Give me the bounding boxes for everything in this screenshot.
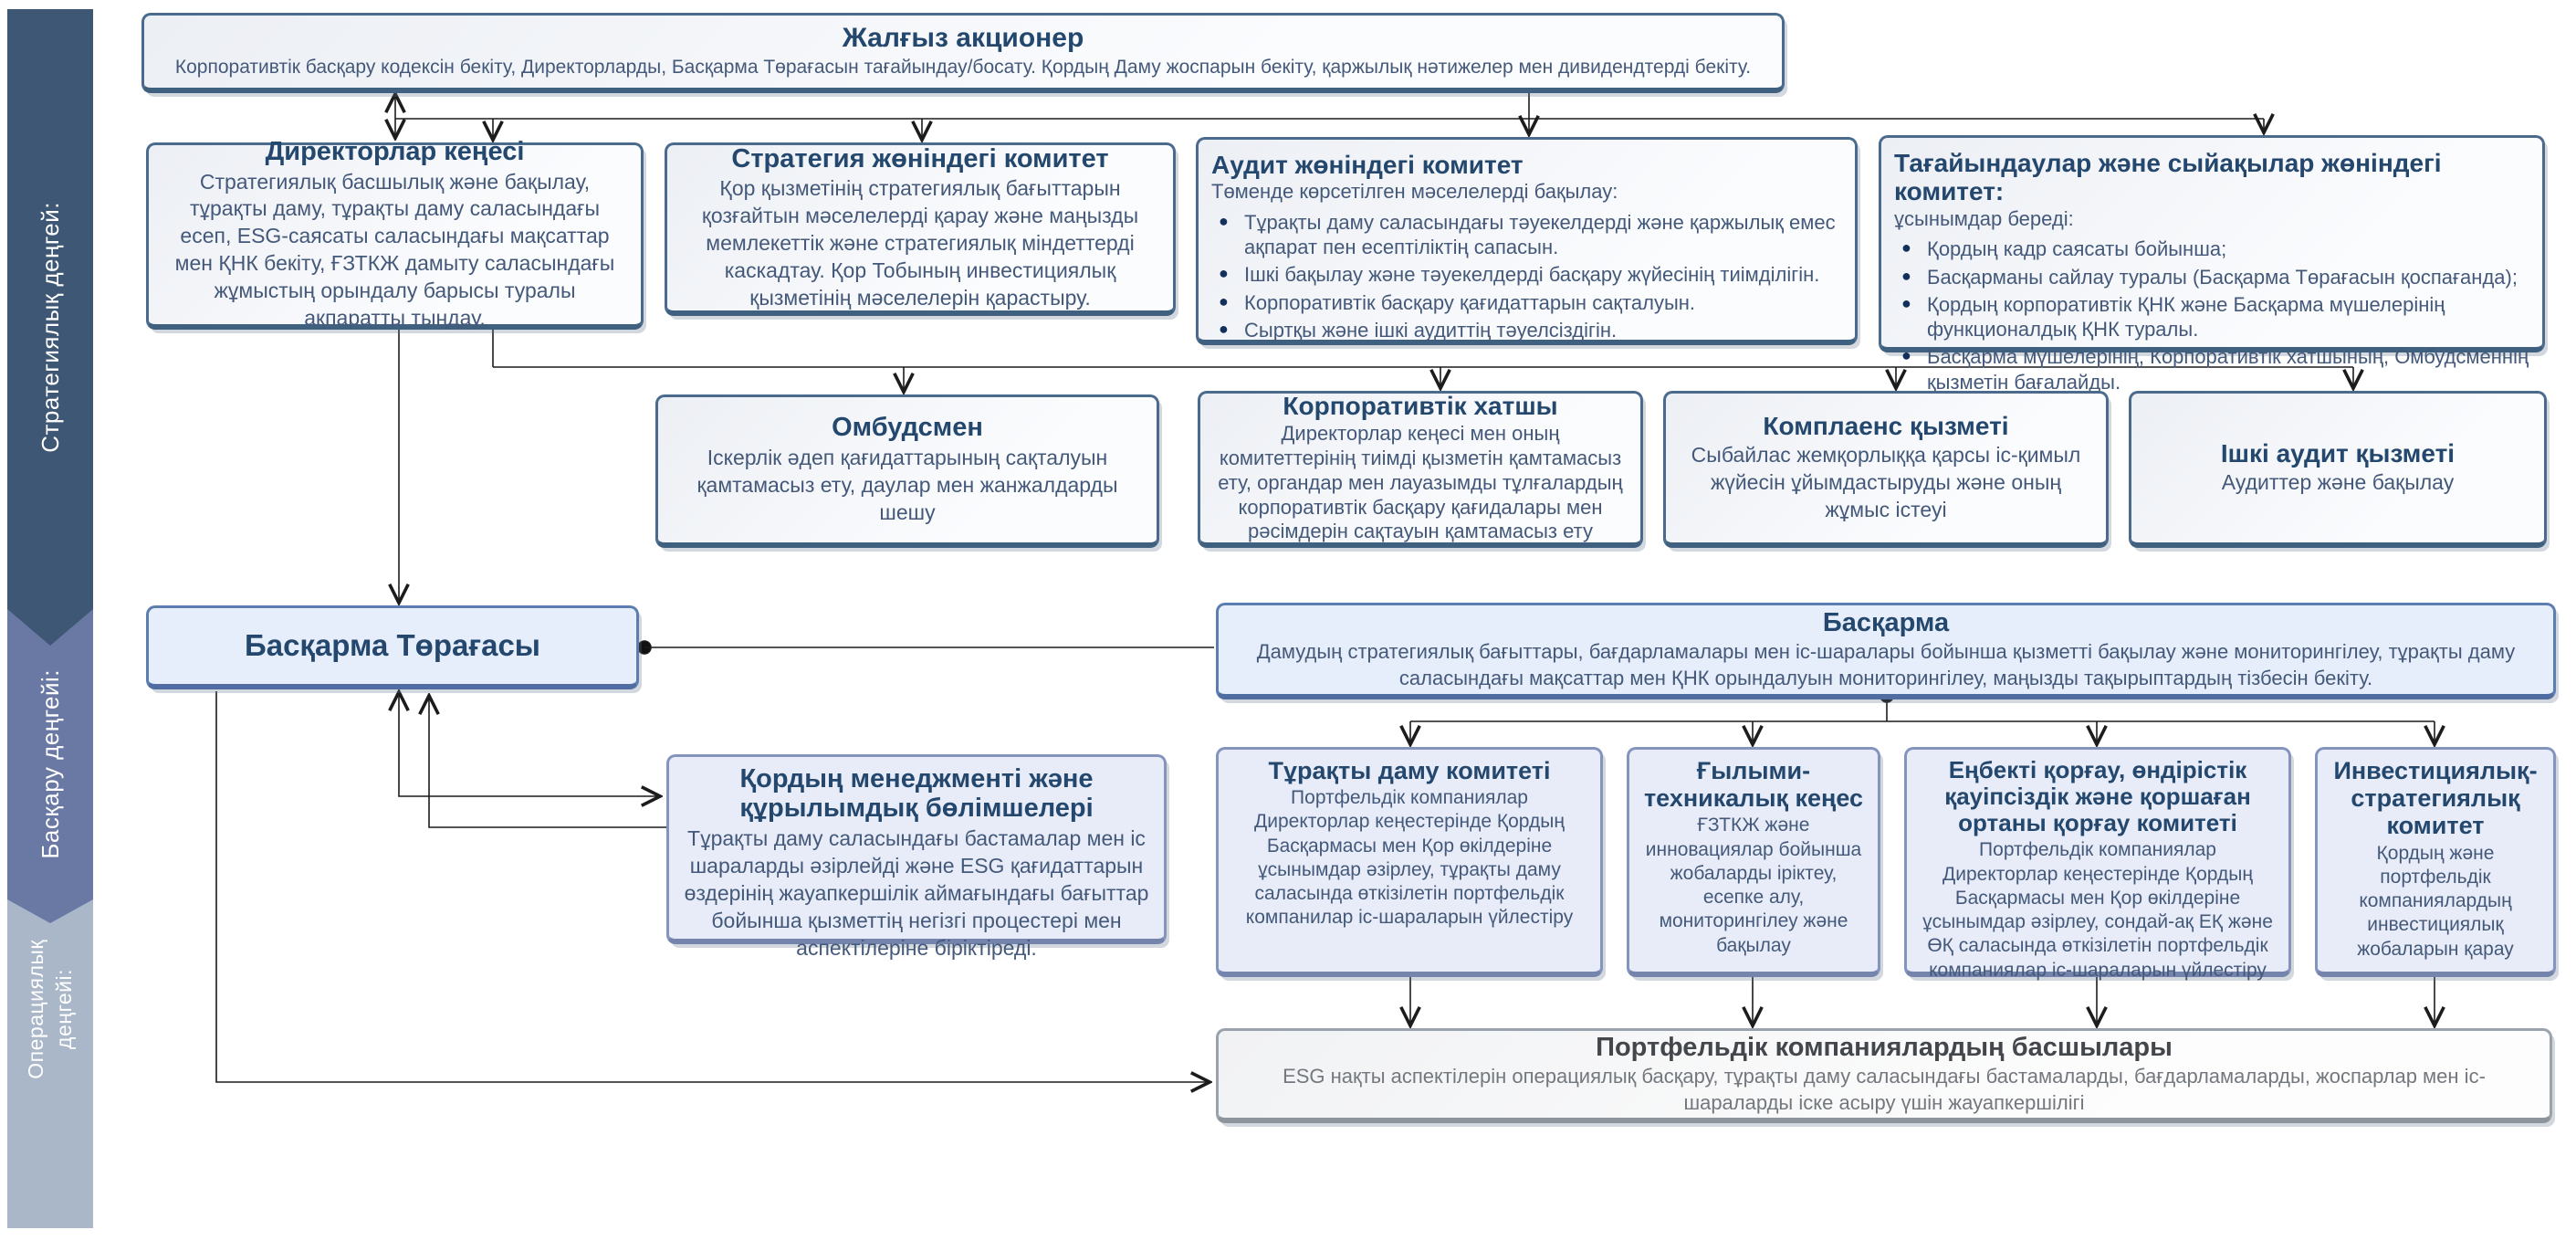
box-title: Еңбекті қорғау, өндірістік қауіпсіздік ж… bbox=[1944, 756, 2251, 837]
box-intro: ұсынымдар береді: bbox=[1894, 206, 2074, 230]
bullet-item: Басқарманы сайлау туралы (Басқарма Төрағ… bbox=[1894, 265, 2529, 289]
bullet-item: Корпоративтік басқару қағидаттарын сақта… bbox=[1211, 290, 1842, 315]
org-box-sustainable-development-committee: Тұрақты даму комитеті Портфельдік компан… bbox=[1216, 747, 1603, 977]
org-box-ceo-chairman: Басқарма Төрағасы bbox=[146, 605, 639, 689]
bullet-item: Ішкі бақылау және тәуекелдерді басқару ж… bbox=[1211, 262, 1842, 287]
org-box-ombudsman: Омбудсмен Іскерлік әдеп қағидаттарының с… bbox=[655, 394, 1159, 548]
box-title: Корпоративтік хатшы bbox=[1283, 391, 1558, 420]
bullet-item: Қордың кадр саясаты бойынша; bbox=[1894, 237, 2529, 261]
box-body: Тұрақты даму саласындағы бастамалар мен … bbox=[684, 825, 1149, 960]
box-title: Басқарма Төрағасы bbox=[245, 628, 540, 663]
box-body: Портфельдік компаниялар Директорлар кеңе… bbox=[1922, 839, 2273, 981]
box-body: Корпоративтік басқару кодексін бекіту, Д… bbox=[174, 57, 1752, 79]
bullet-list: Қордың кадр саясаты бойынша; Басқарманы с… bbox=[1894, 234, 2529, 394]
box-body: Стратегиялық басшылық және бақылау, тұра… bbox=[174, 169, 615, 331]
box-title: Жалғыз акционер bbox=[842, 22, 1084, 53]
box-body: Портфельдік компаниялар Директорлар кеңе… bbox=[1245, 787, 1574, 929]
org-box-audit-committee: Аудит жөніндегі комитет Төменде көрсетіл… bbox=[1196, 137, 1858, 345]
box-body: Қор қызметінің стратегиялық бағыттарын қ… bbox=[701, 176, 1139, 310]
bullet-item: Тұрақты даму саласындағы тәуекелдерді жә… bbox=[1211, 210, 1842, 260]
org-box-internal-audit-service: Ішкі аудит қызметі Аудиттер және бақылау bbox=[2129, 391, 2547, 548]
org-box-compliance-service: Комплаенс қызметі Сыбайлас жемқорлыққа қ… bbox=[1663, 391, 2109, 548]
box-body: Сыбайлас жемқорлыққа қарсы іс-қимыл жүйе… bbox=[1691, 443, 2081, 522]
box-body: Директорлар кеңесі мен оның комитеттерін… bbox=[1218, 422, 1623, 543]
box-title: Комплаенс қызметі bbox=[1763, 411, 2009, 440]
box-title: Аудит жөніндегі комитет bbox=[1211, 151, 1524, 179]
bullet-item: Қордың корпоративтік ҚНК және Басқарма м… bbox=[1894, 292, 2529, 342]
org-box-board-of-directors: Директорлар кеңесі Стратегиялық басшылық… bbox=[146, 137, 644, 331]
box-title: Омбудсмен bbox=[832, 413, 983, 443]
org-box-management-board: Басқарма Дамудың стратегиялық бағыттары,… bbox=[1216, 603, 2556, 699]
box-title: Тұрақты даму комитеті bbox=[1268, 757, 1551, 784]
level-label-strategic: Стратегиялық деңгей: bbox=[36, 202, 64, 453]
box-body: Дамудың стратегиялық бағыттары, бағдарла… bbox=[1256, 640, 2516, 689]
bullet-item: Сыртқы және ішкі аудиттің тәуелсіздігін. bbox=[1211, 318, 1842, 342]
box-title: Стратегия жөніндегі комитет bbox=[731, 143, 1109, 173]
box-body: Іскерлік әдеп қағидаттарының сақталуын қ… bbox=[696, 445, 1118, 524]
bullet-list: Тұрақты даму саласындағы тәуекелдерді жә… bbox=[1211, 207, 1842, 342]
org-box-fund-management: Қордың менеджменті және құрылымдық бөлім… bbox=[666, 754, 1167, 960]
level-band-strategic: Стратегиялық деңгей: bbox=[7, 9, 93, 646]
box-title: Ғылыми-техникалық кеңес bbox=[1643, 757, 1864, 813]
level-band-operational: Операциялық деңгейі: bbox=[7, 899, 93, 1228]
org-box-nomination-remuneration-committee: Тағайындаулар және сыйақылар жөніндегі к… bbox=[1879, 135, 2545, 394]
org-box-sole-shareholder: Жалғыз акционер Корпоративтік басқару ко… bbox=[141, 13, 1785, 93]
box-body: Қордың және портфельдік компаниялардың и… bbox=[2357, 842, 2514, 960]
box-title: Инвестициялық-стратегиялық комитет bbox=[2333, 757, 2538, 840]
org-box-investment-strategic-committee: Инвестициялық-стратегиялық комитет Қорды… bbox=[2315, 747, 2556, 977]
box-title: Директорлар кеңесі bbox=[265, 137, 525, 167]
box-body: ҒЗТКЖ және инновациялар бойынша жобалард… bbox=[1645, 815, 1862, 956]
box-title: Ішкі аудит қызметі bbox=[2220, 438, 2456, 468]
level-label-operational: Операциялық деңгейі: bbox=[24, 939, 76, 1079]
org-box-hse-committee: Еңбекті қорғау, өндірістік қауіпсіздік ж… bbox=[1904, 747, 2291, 981]
org-box-strategy-committee: Стратегия жөніндегі комитет Қор қызметін… bbox=[665, 142, 1176, 316]
level-label-management: Басқару деңгейі: bbox=[36, 669, 64, 859]
org-box-scientific-technical-council: Ғылыми-техникалық кеңес ҒЗТКЖ және иннов… bbox=[1627, 747, 1880, 977]
box-title: Портфельдік компаниялардың басшылары bbox=[1596, 1032, 2173, 1062]
bullet-item: Басқарма мүшелерінің, Корпоративтік хатш… bbox=[1894, 344, 2529, 394]
box-title: Тағайындаулар және сыйақылар жөніндегі к… bbox=[1894, 149, 2442, 206]
box-body: Аудиттер және бақылау bbox=[2221, 470, 2455, 495]
box-body: ESG нақты аспектілерін операциялық басқа… bbox=[1283, 1065, 2486, 1114]
org-box-portfolio-company-heads: Портфельдік компаниялардың басшылары ESG… bbox=[1216, 1028, 2552, 1123]
box-title: Басқарма bbox=[1822, 607, 1950, 637]
org-box-corporate-secretary: Корпоративтік хатшы Директорлар кеңесі м… bbox=[1198, 391, 1643, 548]
box-intro: Төменде көрсетілген мәселелерді бақылау: bbox=[1211, 180, 1618, 204]
box-title: Қордың менеджменті және құрылымдық бөлім… bbox=[739, 764, 1094, 824]
level-band-management: Басқару деңгейі: bbox=[7, 605, 93, 923]
